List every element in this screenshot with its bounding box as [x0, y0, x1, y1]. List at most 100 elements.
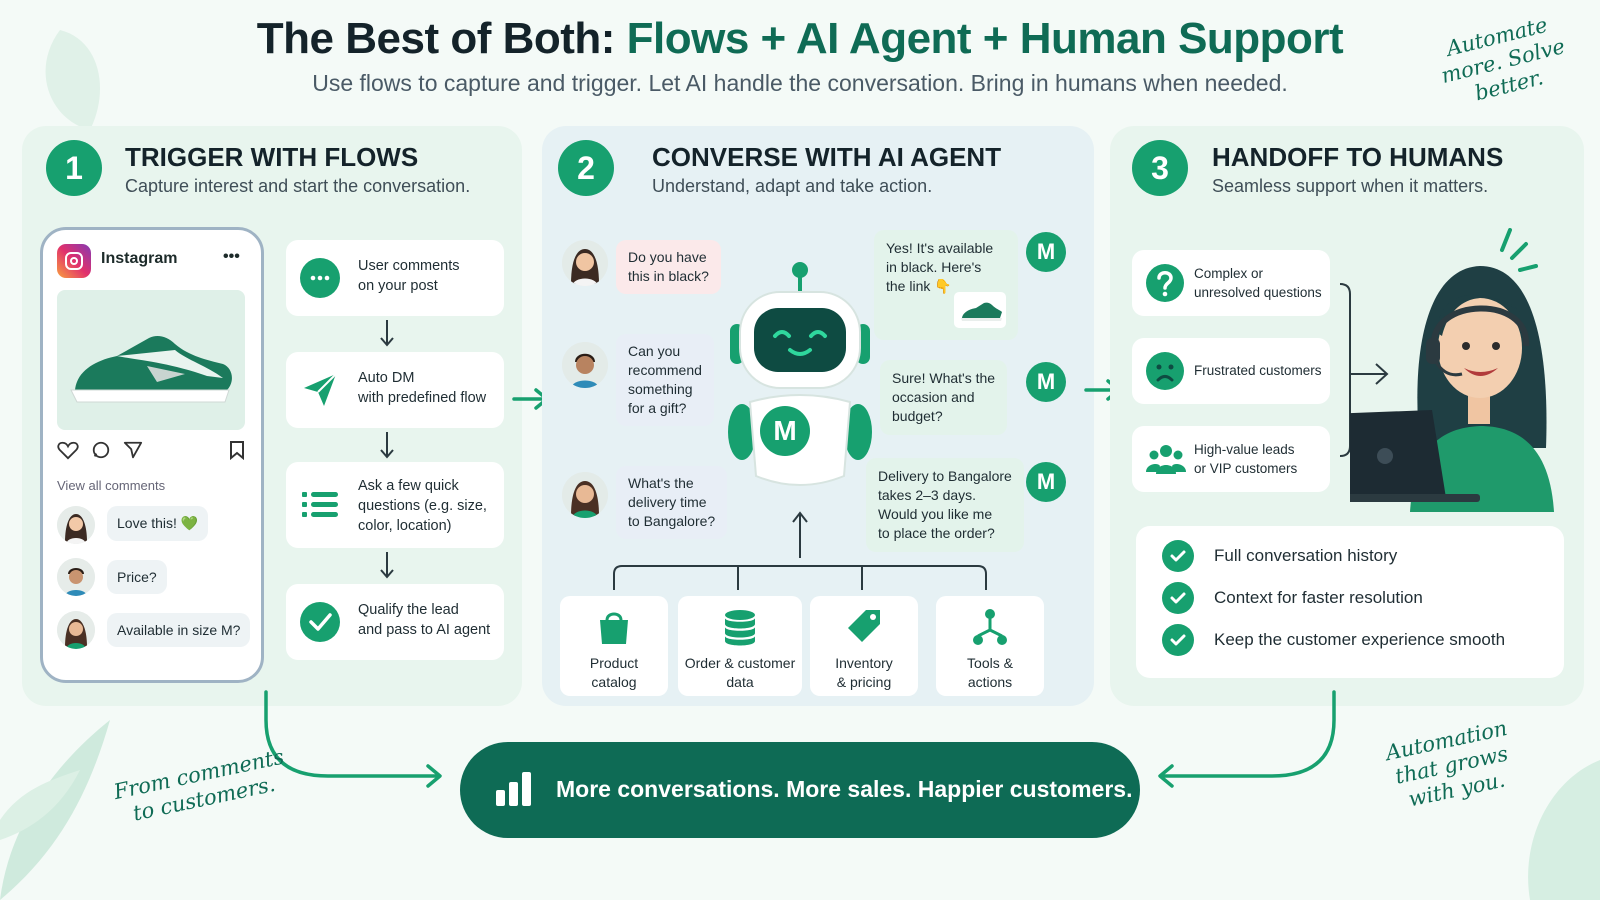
benefit-item: Keep the customer experience smooth — [1162, 624, 1505, 656]
text-line: data — [726, 674, 754, 690]
ai-agent-badge: M — [1026, 232, 1066, 272]
text-line: for a gift? — [628, 400, 687, 416]
comment-text: Love this! — [117, 515, 177, 531]
customer-question: What's the delivery time to Bangalore? — [616, 466, 728, 539]
text-line: Delivery to Bangalore — [878, 468, 1012, 484]
text-line: recommend — [628, 362, 702, 378]
handoff-reason-complex: Complex or unresolved questions — [1132, 250, 1330, 316]
ai-answer: Yes! It's available in black. Here's the l… — [874, 230, 1018, 340]
list-icon — [302, 492, 338, 517]
text-line: takes 2–3 days. — [878, 487, 977, 503]
step-number-2: 2 — [558, 140, 614, 196]
handoff-bracket-arrow — [1339, 283, 1389, 457]
avatar — [57, 611, 95, 649]
app-name: Instagram — [101, 250, 178, 267]
network-icon — [973, 609, 1007, 645]
heart-icon[interactable] — [57, 440, 79, 460]
instagram-icon — [57, 244, 91, 278]
green-heart-emoji: 💚 — [180, 515, 199, 531]
comment-text: Available in size M? — [117, 622, 241, 638]
chat-dots-icon — [300, 258, 340, 298]
customer-avatar — [562, 472, 608, 518]
comment-icon[interactable] — [91, 440, 111, 460]
text-line: and pass to AI agent — [358, 622, 491, 638]
source-tools-actions: Tools &actions — [936, 596, 1044, 696]
step-2-title: CONVERSE WITH AI AGENT — [652, 142, 1002, 172]
instagram-phone-mockup: Instagram ••• View all comments Love thi… — [40, 227, 264, 683]
question-icon — [1146, 264, 1184, 302]
arrow-down-icon — [380, 552, 394, 579]
text-line: Can you — [628, 343, 681, 359]
database-icon — [725, 610, 755, 646]
step-number-1: 1 — [46, 140, 102, 196]
text-line: unresolved questions — [1194, 285, 1322, 300]
benefit-item: Context for faster resolution — [1162, 582, 1423, 614]
leaf-decoration-right — [1528, 760, 1600, 900]
benefit-text: Keep the customer experience smooth — [1214, 630, 1506, 649]
paper-plane-icon — [304, 373, 337, 406]
arrow-to-banner-left — [264, 690, 442, 788]
text-line: catalog — [591, 674, 637, 690]
text-line: on your post — [358, 278, 438, 294]
step-1-subtitle: Capture interest and start the conversat… — [125, 176, 471, 196]
text-line: Tools & — [967, 655, 1013, 671]
post-image — [57, 290, 245, 430]
sneaker-image — [70, 336, 232, 403]
text-line: color, location) — [358, 518, 452, 534]
check-icon — [1162, 540, 1194, 572]
ai-agent-badge: M — [1026, 462, 1066, 502]
price-tag-icon — [848, 610, 880, 642]
customer-avatar — [562, 240, 608, 286]
more-menu-icon[interactable]: ••• — [223, 248, 240, 265]
step-3-subtitle: Seamless support when it matters. — [1212, 176, 1489, 196]
text-line: Ask a few quick — [358, 478, 459, 494]
benefit-item: Full conversation history — [1162, 540, 1397, 572]
step-number-3: 3 — [1132, 140, 1188, 196]
text-line: something — [628, 381, 693, 397]
text-line: Inventory — [835, 655, 893, 671]
source-label: Inventory& pricing — [810, 654, 918, 692]
text-line: to Bangalore? — [628, 513, 716, 529]
leaf-decoration-left — [0, 720, 110, 900]
text-line: Yes! It's available — [886, 240, 994, 256]
outcome-banner: More conversations. More sales. Happier … — [460, 742, 1140, 838]
bot-logo-badge: M — [760, 406, 810, 456]
share-icon[interactable] — [123, 440, 143, 460]
sad-face-icon — [1146, 352, 1184, 390]
text-line: budget? — [892, 408, 943, 424]
text-line: in black. Here's — [886, 259, 982, 275]
customer-avatar — [562, 342, 608, 388]
bookmark-icon[interactable] — [229, 440, 245, 460]
reason-text: Frustrated customers — [1194, 361, 1322, 380]
comment-text: Price? — [117, 569, 157, 585]
view-all-comments-link[interactable]: View all comments — [57, 478, 166, 493]
text-line: Do you have — [628, 249, 707, 265]
text-line: delivery time — [628, 494, 707, 510]
ai-agent-badge: M — [1026, 362, 1066, 402]
text-line: Auto DM — [358, 370, 415, 386]
data-sources-connector — [613, 511, 987, 590]
step-2-subtitle: Understand, adapt and take action. — [652, 176, 933, 196]
step-1-title: TRIGGER WITH FLOWS — [125, 142, 419, 172]
comment-bubble: Available in size M? — [107, 613, 251, 647]
handwritten-note-bottom-left: From comments to customers. — [112, 745, 292, 830]
text-line: the link 👇 — [886, 278, 952, 294]
text-line: Complex or — [1194, 266, 1264, 281]
banner-text: More conversations. More sales. Happier … — [556, 776, 1133, 802]
step-3-title: HANDOFF TO HUMANS — [1212, 142, 1504, 172]
page-title: The Best of Both: Flows + AI Agent + Hum… — [0, 14, 1600, 64]
shopping-bag-icon — [600, 612, 628, 644]
text-line: What's the — [628, 475, 694, 491]
